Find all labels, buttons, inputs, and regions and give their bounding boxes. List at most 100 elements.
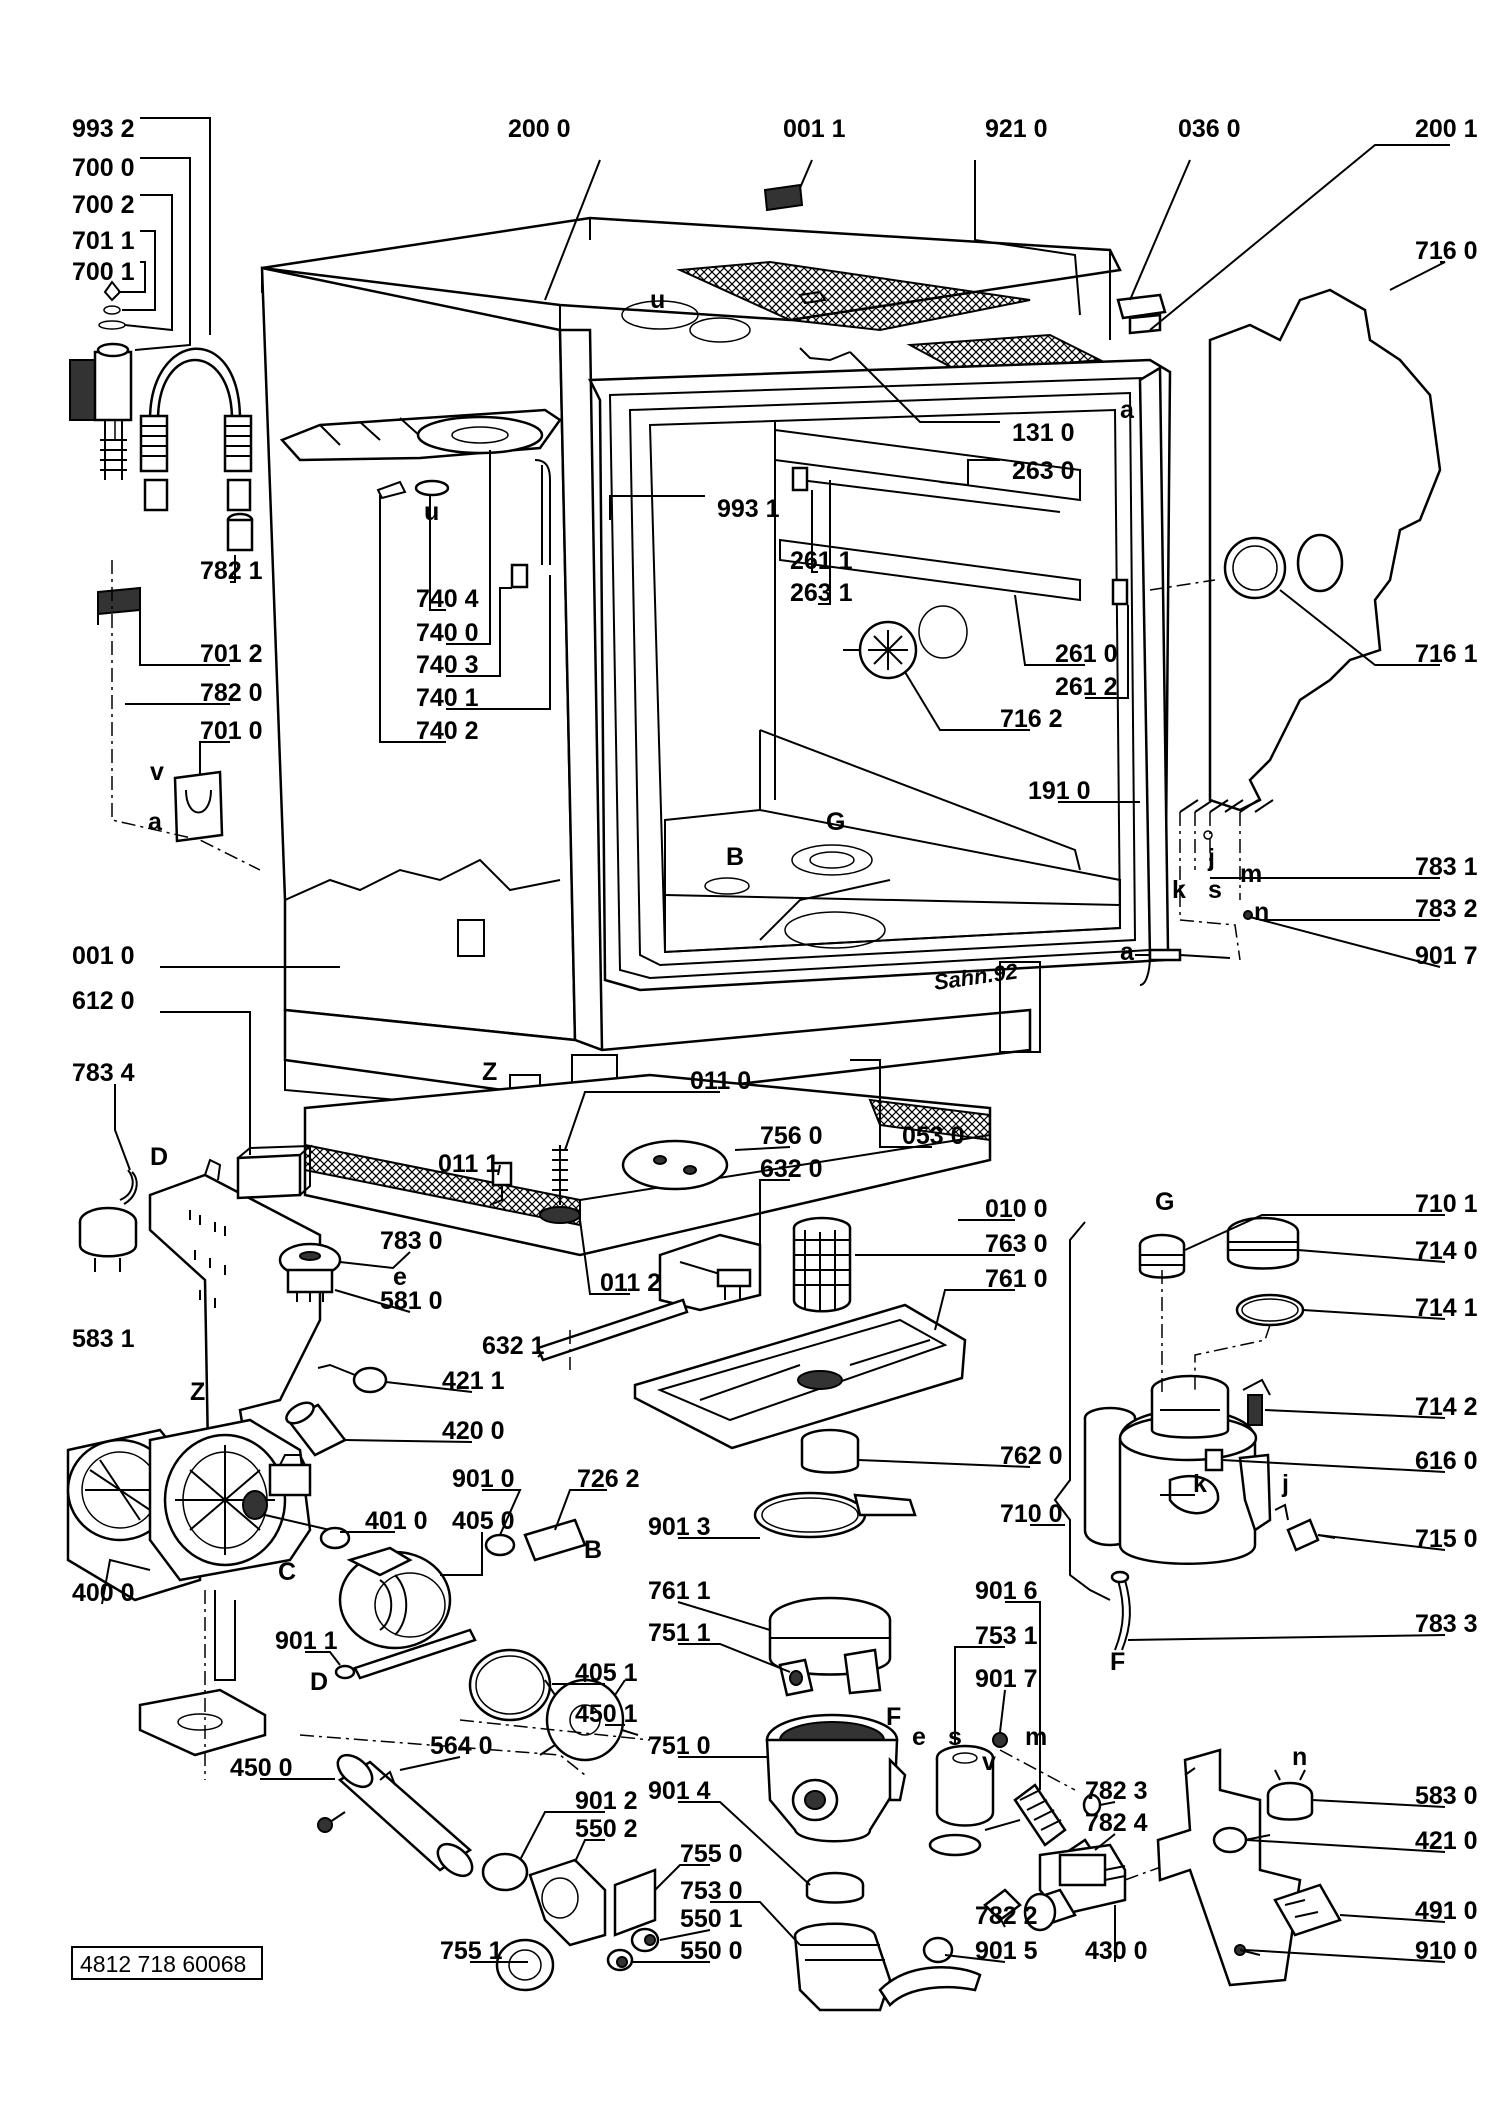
part-label-011-2: 011 2	[600, 1269, 661, 1297]
part-label-001-0: 001 0	[72, 942, 135, 970]
part-label-782-0: 782 0	[200, 679, 263, 707]
part-label-701-1: 701 1	[72, 227, 135, 255]
part-label-921-0: 921 0	[985, 115, 1048, 143]
part-label-740-2: 740 2	[416, 717, 479, 745]
part-label-010-0: 010 0	[985, 1195, 1048, 1223]
part-label-753-0: 753 0	[680, 1877, 743, 1905]
part-label-701-0: 701 0	[200, 717, 263, 745]
catalog-number-box: 4812 718 60068	[71, 1946, 263, 1980]
cabinet-outer-frame	[260, 216, 1172, 1117]
sump-assembly	[633, 1216, 1342, 2012]
part-label-782-3: 782 3	[1085, 1777, 1148, 1805]
part-label-783-0: 783 0	[380, 1227, 443, 1255]
part-label-762-0: 762 0	[1000, 1442, 1063, 1470]
part-label-714-2: 714 2	[1415, 1393, 1478, 1421]
catalog-number: 4812 718 60068	[80, 1951, 246, 1977]
part-label-400-0: 400 0	[72, 1579, 135, 1607]
water-softener	[1053, 1216, 1336, 1651]
part-label-761-0: 761 0	[985, 1265, 1048, 1293]
reference-letter-Z: Z	[482, 1058, 497, 1086]
part-label-491-0: 491 0	[1415, 1897, 1478, 1925]
side-panel	[1135, 288, 1442, 986]
part-label-036-0: 036 0	[1178, 115, 1241, 143]
part-label-714-1: 714 1	[1415, 1294, 1478, 1322]
reference-letter-v: v	[150, 758, 164, 786]
part-label-450-1: 450 1	[575, 1700, 638, 1728]
part-label-714-0: 714 0	[1415, 1237, 1478, 1265]
part-label-001-1: 001 1	[783, 115, 846, 143]
reference-letter-m: m	[1025, 1723, 1047, 1751]
leader-lines	[101, 117, 1450, 1963]
reference-letter-v: v	[982, 1748, 996, 1776]
part-label-756-0: 756 0	[760, 1122, 823, 1150]
part-label-011-1: 011 1	[438, 1150, 499, 1178]
part-label-783-3: 783 3	[1415, 1610, 1478, 1638]
reference-letter-n: n	[1254, 898, 1269, 926]
reference-letter-e: e	[912, 1723, 926, 1751]
part-label-901-0: 901 0	[452, 1465, 515, 1493]
part-label-763-0: 763 0	[985, 1230, 1048, 1258]
part-label-263-0: 263 0	[1012, 457, 1075, 485]
inlet-hose-assembly	[69, 280, 261, 871]
reference-letter-a: a	[1120, 938, 1135, 966]
part-label-740-3: 740 3	[416, 651, 479, 679]
part-label-715-0: 715 0	[1415, 1525, 1478, 1553]
motor-pump-assembly	[66, 1418, 660, 1992]
reference-letter-k: k	[1193, 1470, 1207, 1498]
part-label-782-2: 782 2	[975, 1902, 1038, 1930]
reference-letter-s: s	[1208, 876, 1222, 904]
reference-letter-F: F	[1110, 1648, 1125, 1676]
part-label-421-1: 421 1	[442, 1367, 505, 1395]
part-label-632-1: 632 1	[482, 1332, 545, 1360]
part-label-550-0: 550 0	[680, 1937, 743, 1965]
reference-letter-u: u	[650, 286, 665, 314]
base-tray	[303, 1073, 992, 1370]
reference-letter-s: s	[948, 1723, 962, 1751]
part-label-751-0: 751 0	[648, 1732, 711, 1760]
part-label-740-4: 740 4	[416, 585, 479, 613]
part-label-751-1: 751 1	[648, 1619, 711, 1647]
part-label-632-0: 632 0	[760, 1155, 823, 1183]
part-label-755-0: 755 0	[680, 1840, 743, 1868]
part-label-740-0: 740 0	[416, 619, 479, 647]
part-label-901-6: 901 6	[975, 1577, 1038, 1605]
part-label-131-0: 131 0	[1012, 419, 1075, 447]
top-small-parts	[763, 183, 1167, 680]
reference-letter-a: a	[148, 808, 163, 836]
part-label-261-0: 261 0	[1055, 640, 1118, 668]
part-label-710-1: 710 1	[1415, 1190, 1478, 1218]
part-label-710-0: 710 0	[1000, 1500, 1063, 1528]
part-label-200-1: 200 1	[1415, 115, 1478, 143]
part-label-901-1: 901 1	[275, 1627, 338, 1655]
control-bracket	[78, 1144, 388, 1457]
reference-letter-k: k	[1172, 876, 1186, 904]
reference-letter-B: B	[584, 1536, 602, 1564]
part-label-583-0: 583 0	[1415, 1782, 1478, 1810]
part-label-550-2: 550 2	[575, 1815, 638, 1843]
part-label-421-0: 421 0	[1415, 1827, 1478, 1855]
reference-letter-G: G	[1155, 1188, 1174, 1216]
part-label-550-1: 550 1	[680, 1905, 743, 1933]
reference-letter-j: j	[1281, 1470, 1289, 1498]
part-label-782-1: 782 1	[200, 557, 263, 585]
part-label-450-0: 450 0	[230, 1754, 293, 1782]
part-label-263-1: 263 1	[790, 579, 853, 607]
part-label-405-0: 405 0	[452, 1507, 515, 1535]
part-label-761-1: 761 1	[648, 1577, 711, 1605]
part-label-401-0: 401 0	[365, 1507, 428, 1535]
part-label-700-2: 700 2	[72, 191, 135, 219]
part-label-011-0: 011 0	[690, 1067, 751, 1095]
part-label-901-7: 901 7	[1415, 942, 1478, 970]
part-label-782-4: 782 4	[1085, 1809, 1148, 1837]
part-label-701-2: 701 2	[200, 640, 263, 668]
part-label-405-1: 405 1	[575, 1659, 638, 1687]
part-label-901-4: 901 4	[648, 1777, 711, 1805]
reference-letter-a: a	[1120, 396, 1135, 424]
reference-letter-m: m	[1240, 860, 1262, 888]
part-label-700-1: 700 1	[72, 258, 135, 286]
reference-letter-F: F	[886, 1703, 901, 1731]
rinse-aid-bracket	[279, 408, 562, 589]
